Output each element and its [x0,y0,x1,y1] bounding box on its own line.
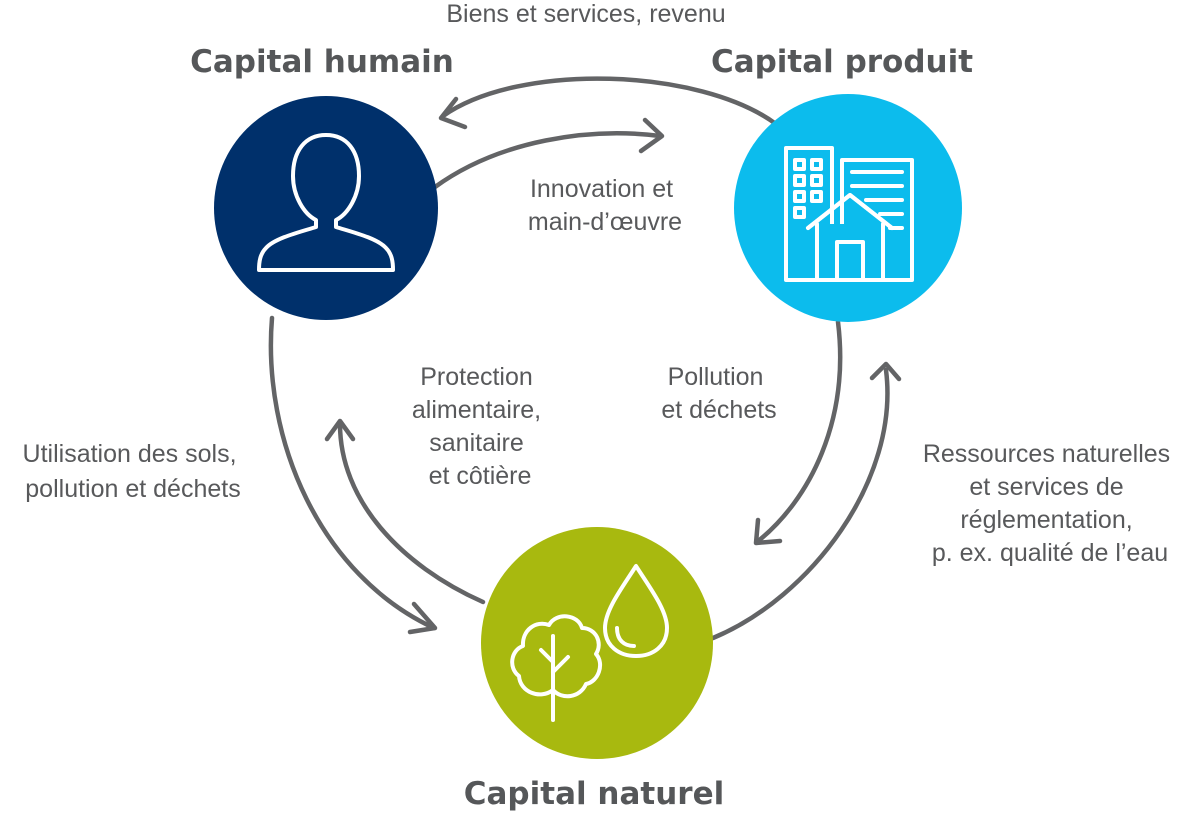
arrow-natural-to-produced [710,361,902,641]
produced-capital-circle [734,94,962,322]
innovation-labor-line: main-d’œuvre [528,208,682,236]
protection-line: sanitaire [429,429,524,457]
human-capital-title: Capital humain [190,44,454,80]
protection-line: alimentaire, [412,396,541,424]
protection-label: Protection alimentaire, sanitaire et côt… [412,363,548,490]
pollution-waste-label: Pollution et déchets [661,363,776,424]
goods-services-label: Biens et services, revenu [446,0,725,28]
pollution-waste-line: et déchets [661,396,776,424]
land-use-label: Utilisation des sols, pollution et déche… [23,440,244,503]
protection-line: et côtière [429,462,532,490]
resources-line: et services de [969,473,1123,501]
resources-line: p. ex. qualité de l’eau [932,539,1168,567]
tree-drop-icon [510,564,669,722]
goods-services-line: Biens et services, revenu [446,0,725,28]
person-icon [257,133,395,272]
produced-capital-title: Capital produit [711,44,973,80]
arrow-produced-to-human [438,76,779,130]
land-use-line: pollution et déchets [25,475,240,503]
innovation-labor-line: Innovation et [530,175,673,203]
land-use-line: Utilisation des sols, [23,440,237,468]
resources-line: Ressources naturelles [923,440,1170,468]
resources-line: réglementation, [960,506,1132,534]
buildings-icon [784,146,914,282]
pollution-waste-line: Pollution [668,363,764,391]
arrow-human-to-natural [268,315,438,635]
resources-label: Ressources naturelles et services de rég… [923,440,1177,567]
arrow-natural-to-human [324,418,486,605]
natural-capital-title: Capital naturel [464,776,724,812]
arrow-human-to-produced [432,117,665,190]
human-capital-circle [214,96,438,320]
arrow-produced-to-natural [753,319,843,546]
innovation-labor-label: Innovation et main-d’œuvre [528,175,682,236]
protection-line: Protection [420,363,533,391]
